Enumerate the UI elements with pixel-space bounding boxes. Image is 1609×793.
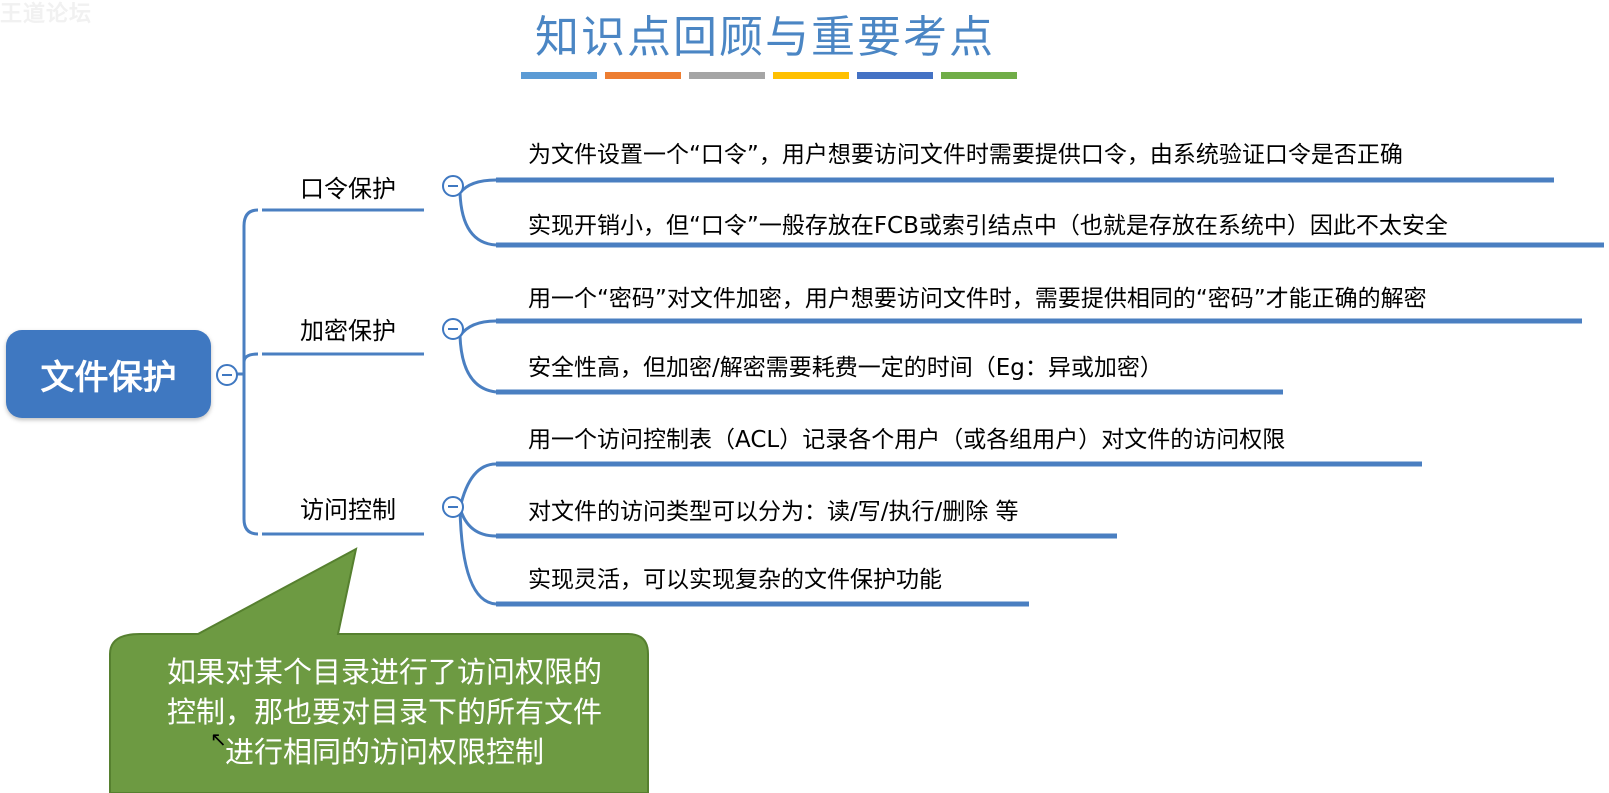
callout-line: 控制，那也要对目录下的所有文件 <box>166 695 602 729</box>
branch-label-encryption[interactable]: 加密保护 <box>300 317 396 345</box>
leaf-node[interactable]: 为文件设置一个“口令”，用户想要访问文件时需要提供口令，由系统验证口令是否正确 <box>528 142 1403 168</box>
leaf-node[interactable]: 安全性高，但加密/解密需要耗费一定的时间（Eg：异或加密） <box>528 355 1163 381</box>
mouse-cursor-icon: ↖ <box>210 727 227 751</box>
title-underline-segment <box>605 72 681 79</box>
branch-2-fork <box>458 319 497 394</box>
callout-line: 如果对某个目录进行了访问权限的 <box>166 655 602 689</box>
leaf-node[interactable]: 实现开销小，但“口令”一般存放在FCB或索引结点中（也就是存放在系统中）因此不太… <box>528 213 1448 239</box>
title-underline-segment <box>773 72 849 79</box>
branch-collapse-toggle-icon[interactable] <box>442 496 464 518</box>
leaf-node[interactable]: 实现灵活，可以实现复杂的文件保护功能 <box>528 567 942 593</box>
page-title: 知识点回顾与重要考点 <box>535 12 995 63</box>
leaf-node[interactable]: 用一个访问控制表（ACL）记录各个用户（或各组用户）对文件的访问权限 <box>528 427 1286 453</box>
branch-label-access-control[interactable]: 访问控制 <box>300 496 396 524</box>
title-underline-segment <box>521 72 597 79</box>
title-underline <box>521 72 1041 79</box>
branch-collapse-toggle-icon[interactable] <box>442 175 464 197</box>
title-underline-segment <box>857 72 933 79</box>
title-underline-segment <box>941 72 1017 79</box>
callout-line: 进行相同的访问权限控制 <box>224 735 544 769</box>
root-trunk <box>242 208 259 536</box>
root-node[interactable]: 文件保护 <box>6 330 211 418</box>
branch-label-password[interactable]: 口令保护 <box>300 175 396 203</box>
branch-collapse-toggle-icon[interactable] <box>442 318 464 340</box>
callout-bubble <box>109 547 649 793</box>
root-branch-2 <box>242 352 259 363</box>
callout-note[interactable]: 如果对某个目录进行了访问权限的 控制，那也要对目录下的所有文件 进行相同的访问权… <box>118 652 651 772</box>
watermark: 王道论坛 <box>0 2 93 27</box>
branch-1-fork <box>458 178 497 247</box>
title-underline-segment <box>689 72 765 79</box>
branch-3-fork <box>458 462 497 606</box>
leaf-node[interactable]: 用一个“密码”对文件加密，用户想要访问文件时，需要提供相同的“密码”才能正确的解… <box>528 286 1427 312</box>
root-collapse-toggle-icon[interactable] <box>216 364 238 386</box>
leaf-node[interactable]: 对文件的访问类型可以分为：读/写/执行/删除 等 <box>528 499 1019 525</box>
